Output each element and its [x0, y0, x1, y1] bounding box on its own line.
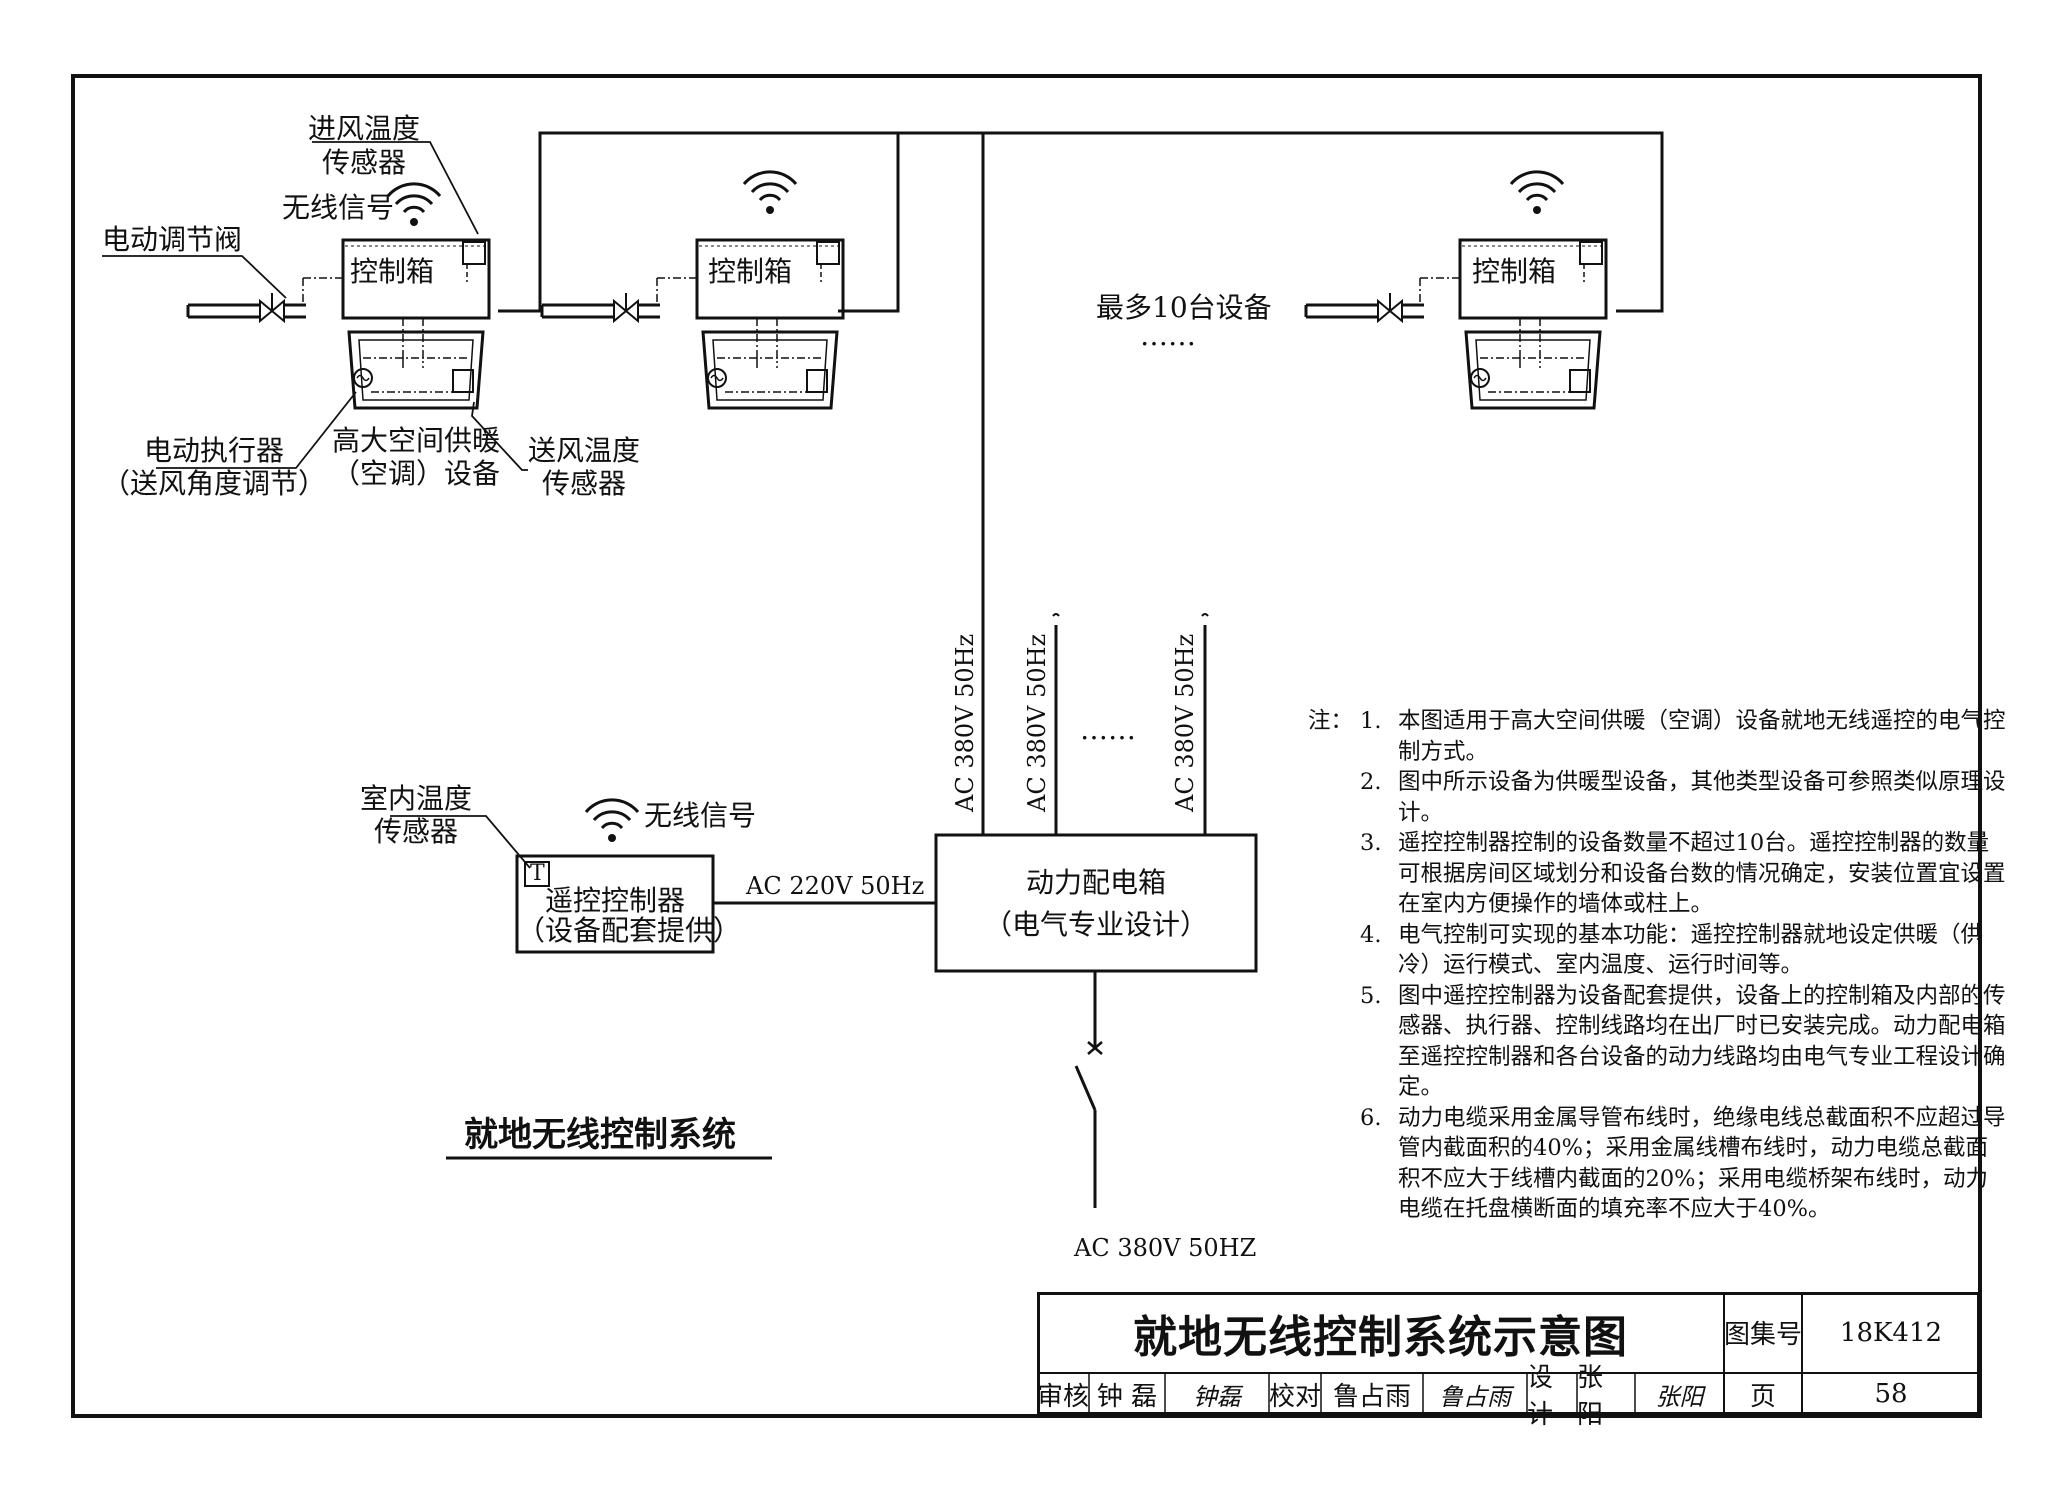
- subtitle: 就地无线控制系统: [464, 1115, 736, 1155]
- note-item: 2. 图中所示设备为供暖型设备，其他类型设备可参照类似原理设计。: [1360, 767, 2008, 828]
- atlas-number: 18K412: [1839, 1317, 1943, 1348]
- supply-temp-sensor-label: 送风温度 传感器: [528, 434, 640, 500]
- control-box-label-2: 控制箱: [708, 255, 793, 288]
- control-box-label-1: 控制箱: [350, 255, 435, 288]
- page-label: 页: [1749, 1381, 1776, 1412]
- notes: 注： 1. 本图适用于高大空间供暖（空调）设备就地无线遥控的电气控制方式。 2. 图…: [1308, 706, 2008, 1225]
- remote-controller-line-1: 遥控控制器: [544, 884, 685, 917]
- control-box-label-3: 控制箱: [1472, 255, 1557, 288]
- notes-list: 1. 本图适用于高大空间供暖（空调）设备就地无线遥控的电气控制方式。 2. 图中所示…: [1308, 706, 2008, 1225]
- note-item: 3. 遥控控制器控制的设备数量不超过10台。遥控控制器的数量可根据房间区域划分和设…: [1360, 828, 2008, 920]
- note-text: 动力电缆采用金属导管布线时，绝缘电线总截面积不应超过导管内截面积的40%；采用金…: [1398, 1104, 2006, 1223]
- title-block-grid: [1037, 1292, 1980, 1415]
- reviewer-name: 钟 磊: [1096, 1381, 1158, 1412]
- designer-name: 张 阳: [1577, 1363, 1604, 1430]
- checker-name: 鲁占雨: [1332, 1381, 1411, 1412]
- remote-controller-line-2: （设备配套提供）: [517, 914, 742, 947]
- equipment-line-1: 高大空间供暖: [332, 424, 501, 457]
- check-label: 校对: [1269, 1381, 1322, 1412]
- ac220-label: AC 220V 50Hz: [746, 872, 925, 900]
- design-label: 设计: [1527, 1363, 1554, 1430]
- ac380-main-label: AC 380V 50HZ: [1074, 1234, 1257, 1262]
- ac380-feed-label-3: AC 380V 50Hz: [1171, 633, 1199, 812]
- note-number: 3.: [1360, 830, 1382, 856]
- designer-signature: 张阳: [1655, 1382, 1704, 1411]
- note-number: 4.: [1360, 921, 1382, 948]
- indoor-temp-sensor-label: 室内温度 传感器: [360, 782, 472, 848]
- max-devices-label: 最多10台设备: [1096, 291, 1272, 324]
- ac380-feed-label-2: AC 380V 50Hz: [1023, 633, 1051, 812]
- equipment-line-2: （空调）设备: [332, 457, 501, 490]
- feed-ellipsis: ……: [1080, 713, 1136, 746]
- equipment-unit-2: [540, 170, 845, 410]
- supply-temp-sensor-line-1: 送风温度: [528, 434, 641, 467]
- supply-temp-sensor-line-2: 传感器: [542, 467, 627, 500]
- note-item: 6. 动力电缆采用金属导管布线时，绝缘电线总截面积不应超过导管内截面积的40%；采…: [1360, 1103, 2008, 1225]
- note-number: 2.: [1360, 769, 1382, 795]
- remote-controller-label: 遥控控制器 （设备配套提供）: [517, 884, 742, 947]
- wireless-signal-label-2: 无线信号: [644, 799, 757, 832]
- indoor-temp-sensor-line-2: 传感器: [374, 815, 459, 848]
- power-box-label: 动力配电箱 （电气专业设计）: [936, 862, 1256, 946]
- note-item: 5. 图中遥控控制器为设备配套提供，设备上的控制箱及内部的传感器、执行器、控制线路…: [1360, 981, 2008, 1103]
- power-box-line-1: 动力配电箱: [1025, 866, 1166, 899]
- equipment-label: 高大空间供暖 （空调）设备: [332, 424, 500, 490]
- notes-heading: 注：: [1308, 708, 1354, 734]
- atlas-label: 图集号: [1724, 1320, 1803, 1350]
- indoor-temp-sensor-box: [524, 861, 550, 887]
- page-number: 58: [1874, 1379, 1908, 1409]
- review-label: 审核: [1037, 1381, 1090, 1412]
- actuator-line-2: （送风角度调节）: [102, 467, 327, 500]
- actuator-line-1: 电动执行器: [144, 434, 285, 467]
- drawing-title: 就地无线控制系统示意图: [1133, 1311, 1628, 1363]
- inlet-temp-sensor-label: 进风温度 传感器: [308, 112, 420, 180]
- note-number: 6.: [1360, 1104, 1382, 1131]
- note-text: 本图适用于高大空间供暖（空调）设备就地无线遥控的电气控制方式。: [1398, 708, 2006, 765]
- sensor-t-1: T: [530, 861, 545, 886]
- note-text: 电气控制可实现的基本功能：遥控控制器就地设定供暖（供冷）运行模式、室内温度、运行…: [1398, 921, 1984, 979]
- feeder-lines: [713, 613, 1209, 1208]
- note-item: 4. 电气控制可实现的基本功能：遥控控制器就地设定供暖（供冷）运行模式、室内温度、…: [1360, 920, 2008, 981]
- power-box-line-2: （电气专业设计）: [983, 908, 1208, 941]
- max-devices-ellipsis: ……: [1140, 319, 1196, 352]
- ac380-feed-label-1: AC 380V 50Hz: [951, 633, 979, 812]
- note-number: 1.: [1360, 708, 1382, 734]
- reviewer-signature: 钟磊: [1193, 1382, 1241, 1411]
- actuator-label: 电动执行器 （送风角度调节）: [102, 434, 326, 500]
- inlet-temp-sensor-line-2: 传感器: [322, 146, 407, 179]
- checker-signature: 鲁占雨: [1439, 1382, 1511, 1411]
- note-number: 5.: [1360, 982, 1382, 1009]
- bus-wiring: [498, 131, 1664, 835]
- indoor-temp-sensor-line-1: 室内温度: [360, 782, 473, 815]
- inlet-temp-sensor-line-1: 进风温度: [308, 112, 421, 145]
- equipment-unit-3: [1304, 170, 1608, 410]
- leader-lines: [102, 141, 531, 869]
- title-block: 就地无线控制系统示意图 图集号 18K412 审核 钟 磊 钟磊 校对 鲁占雨 …: [1037, 1292, 1980, 1430]
- note-text: 图中遥控控制器为设备配套提供，设备上的控制箱及内部的传感器、执行器、控制线路均在…: [1398, 982, 2006, 1101]
- motor-valve-label: 电动调节阀: [102, 223, 243, 256]
- note-text: 图中所示设备为供暖型设备，其他类型设备可参照类似原理设计。: [1398, 769, 2006, 826]
- remote-controller-box: [515, 854, 715, 954]
- note-text: 遥控控制器控制的设备数量不超过10台。遥控控制器的数量可根据房间区域划分和设备台…: [1398, 830, 2006, 917]
- note-item: 1. 本图适用于高大空间供暖（空调）设备就地无线遥控的电气控制方式。: [1360, 706, 2008, 767]
- drawing-frame: [71, 74, 1982, 1418]
- wireless-signal-label: 无线信号: [282, 191, 395, 224]
- wireless-signal-icon: [584, 798, 640, 844]
